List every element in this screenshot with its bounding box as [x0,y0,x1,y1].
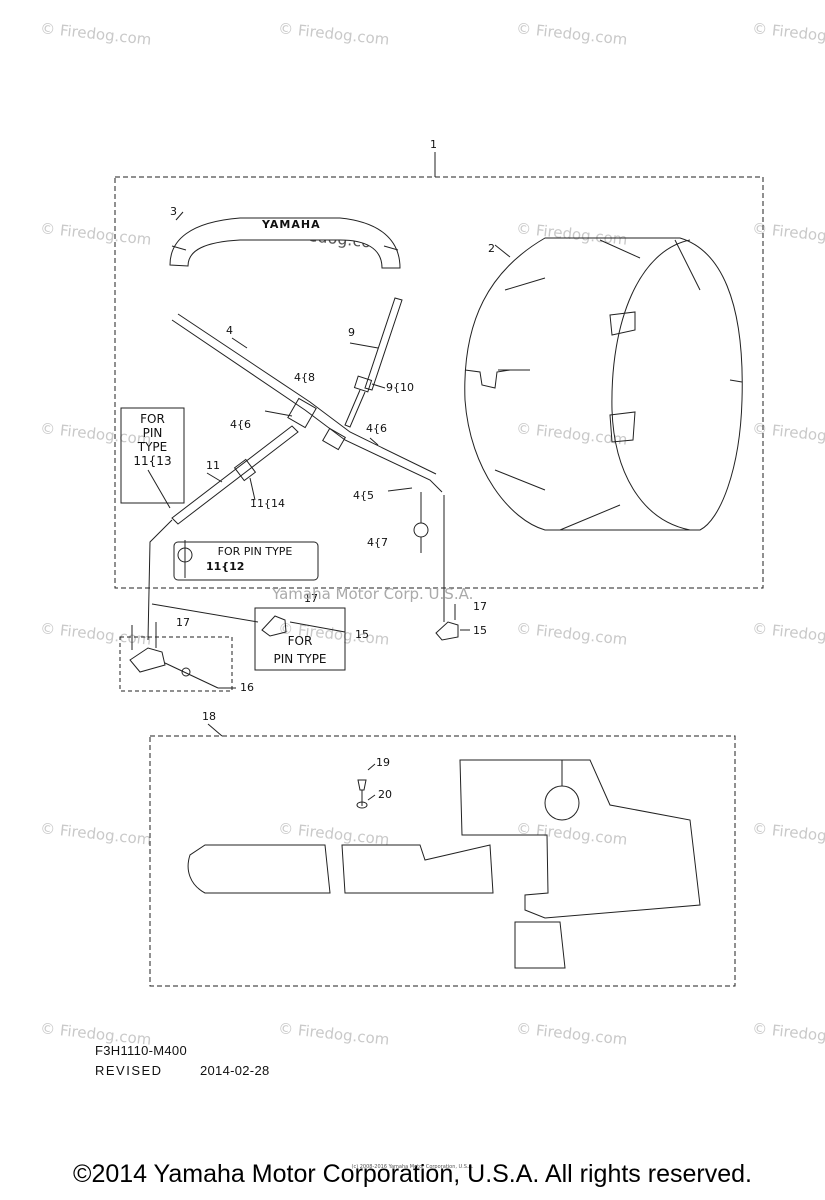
callout-9: 9 [348,326,355,339]
callout-4-8: 4{8 [294,371,315,384]
callout-18: 18 [202,710,216,723]
overlay-watermark: Yamaha Motor Corp. U.S.A. [272,585,474,603]
strap-part [344,297,403,428]
callout-16: 16 [240,681,254,694]
tow-bar-part [171,313,445,622]
mat-set-part [187,759,701,969]
cover-part [464,237,743,531]
pin-rod-part [147,425,299,641]
note-box-pin-type [120,407,185,504]
callout-11-13: 11{13 [133,454,172,468]
revised-date: 2014-02-28 [200,1063,270,1078]
bracket-part [129,604,470,689]
callout-17a: 17 [176,616,190,629]
pin-type-inline-note: FOR PIN TYPE [217,545,293,558]
pin-type-note: FOR PIN TYPE 11{13 [121,412,184,468]
pin-type-line: FOR [287,634,313,648]
callout-11: 11 [206,459,220,472]
callout-20: 20 [378,788,392,801]
callout-11-14: 11{14 [250,497,285,510]
note-box-pin-inline [173,541,319,581]
fine-print: (c) 2008-2016 Yamaha Motor Corporation, … [351,1164,474,1170]
callout-4-5: 4{5 [353,489,374,502]
callout-19: 19 [376,756,390,769]
note-box-pin-15 [254,607,346,671]
callout-1: 1 [430,138,437,151]
pin-type-line: TYPE [137,440,168,454]
callout-11-12: 11{12 [206,560,245,573]
grab-handle-part [169,211,401,269]
yamaha-logo: YAMAHA [262,218,321,231]
pin-type-line: PIN TYPE [273,652,327,666]
pin-type-15-note: FOR PIN TYPE [255,632,345,668]
pin-type-line: PIN [142,426,163,440]
callout-9-10: 9{10 [386,381,414,394]
callout-2: 2 [488,242,495,255]
callout-3: 3 [170,205,177,218]
callout-15b: 15 [473,624,487,637]
group-box-16 [119,636,233,692]
group-box-18 [149,735,736,987]
group-box-1 [114,176,764,589]
pin-type-line: FOR [140,412,165,426]
drawing-code: F3H1110-M400 [95,1043,187,1058]
callout-17c: 17 [473,600,487,613]
callout-15a: 15 [355,628,369,641]
callout-4-7: 4{7 [367,536,388,549]
copyright-footer: ©2014 Yamaha Motor Corporation, U.S.A. A… [73,1160,752,1188]
callout-4-6a: 4{6 [230,418,251,431]
callout-17b: 17 [304,592,318,605]
callout-4: 4 [226,324,233,337]
callout-4-6b: 4{6 [366,422,387,435]
revised-label: REVISED [95,1063,163,1078]
